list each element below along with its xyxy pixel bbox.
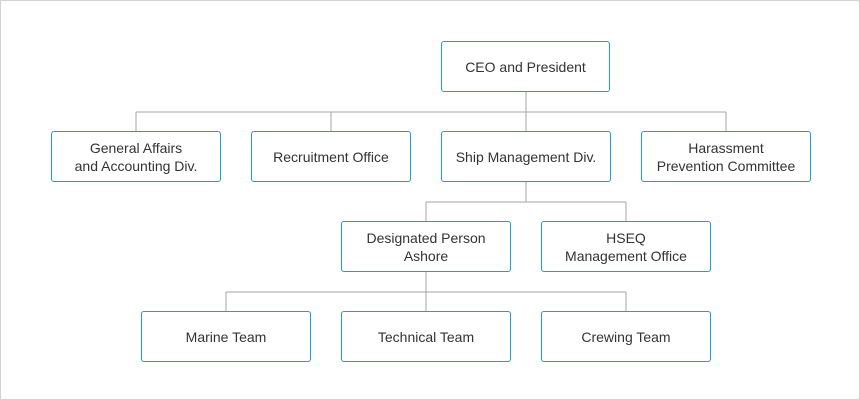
node-marine-team: Marine Team xyxy=(141,311,311,362)
node-label-line1: HSEQ xyxy=(606,229,646,246)
node-ship-management-div: Ship Management Div. xyxy=(441,131,611,182)
node-crewing-team: Crewing Team xyxy=(541,311,711,362)
node-label: CEO and President xyxy=(465,58,586,75)
node-designated-person-ashore: Designated Person Ashore xyxy=(341,221,511,272)
node-label-line2: Management Office xyxy=(565,247,687,264)
node-label: Marine Team xyxy=(185,328,267,345)
node-label-line2: Prevention Committee xyxy=(656,157,796,174)
node-label-line1: Designated Person xyxy=(366,229,486,246)
node-label: Crewing Team xyxy=(581,328,671,345)
node-label: Recruitment Office xyxy=(273,148,389,165)
node-label: Technical Team xyxy=(377,328,475,345)
node-label: Ship Management Div. xyxy=(455,148,597,165)
node-label-line1: General Affairs xyxy=(89,139,183,156)
node-label-line2: and Accounting Div. xyxy=(74,157,198,174)
node-ceo-and-president: CEO and President xyxy=(441,41,610,92)
node-technical-team: Technical Team xyxy=(341,311,511,362)
node-hseq-management-office: HSEQ Management Office xyxy=(541,221,711,272)
node-harassment-prevention-committee: Harassment Prevention Committee xyxy=(641,131,811,182)
node-label-line1: Harassment xyxy=(688,139,764,156)
node-recruitment-office: Recruitment Office xyxy=(251,131,411,182)
node-label-line2: Ashore xyxy=(403,247,449,264)
node-general-affairs: General Affairs and Accounting Div. xyxy=(51,131,221,182)
